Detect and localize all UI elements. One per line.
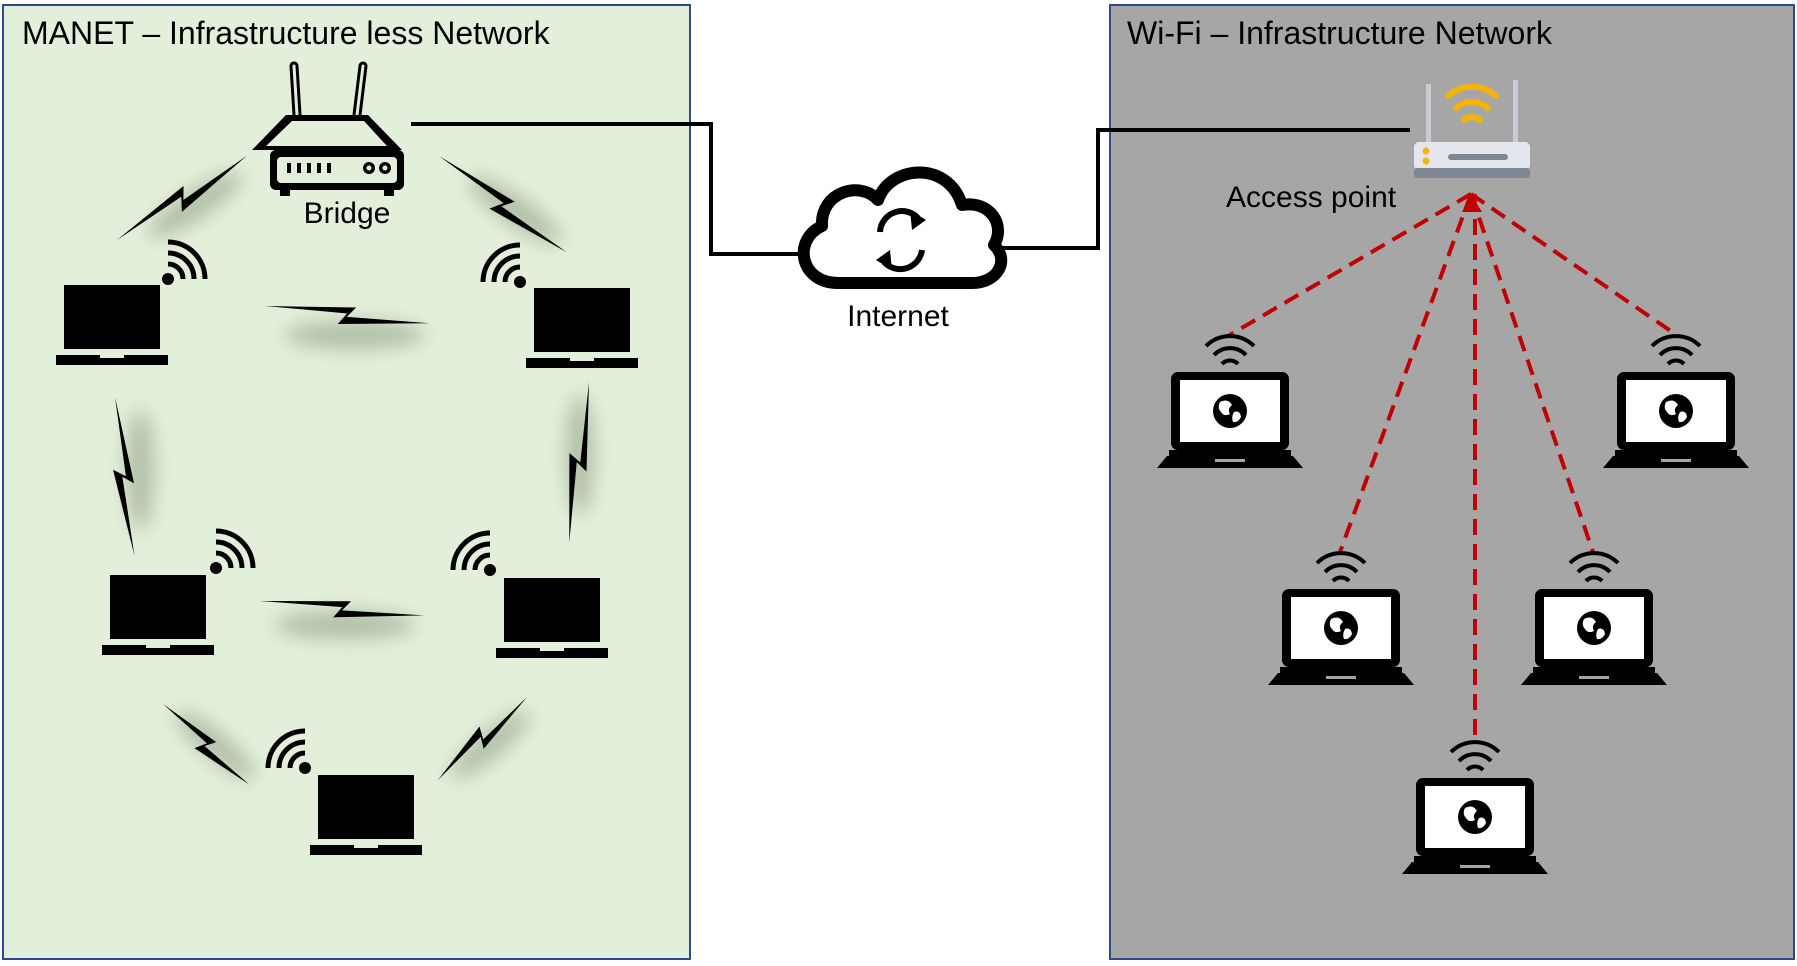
wifi-links <box>1226 192 1680 740</box>
internet-label: Internet <box>847 300 949 333</box>
laptop-globe-icon <box>1157 372 1303 468</box>
arrowhead-icon <box>1462 194 1482 212</box>
wifi-panel-title: Wi-Fi – Infrastructure Network <box>1127 15 1553 51</box>
wired-connections <box>411 122 1410 256</box>
wireless-link <box>1226 192 1473 338</box>
cable-bridge-internet <box>411 122 800 256</box>
wireless-link <box>1469 192 1680 338</box>
laptop-globe-icon <box>1603 372 1749 468</box>
wifi-panel: Wi-Fi – Infrastructure Network Acc <box>1109 4 1795 960</box>
manet-panel: MANET – Infrastructure less Network Brid… <box>2 4 691 960</box>
laptop-globe-icon <box>1268 589 1414 685</box>
manet-panel-title: MANET – Infrastructure less Network <box>22 15 551 51</box>
bridge-label: Bridge <box>304 197 391 230</box>
access-point-icon <box>1414 80 1530 178</box>
wireless-link <box>1338 193 1473 553</box>
wireless-link <box>1469 193 1595 553</box>
bridge-router-icon <box>252 61 404 196</box>
internet-cloud-icon <box>797 166 1008 289</box>
laptop-globe-icon <box>1521 589 1667 685</box>
access-point-label: Access point <box>1226 181 1397 214</box>
cable-internet-access-point <box>1002 128 1410 250</box>
laptop-globe-icon <box>1402 778 1548 874</box>
